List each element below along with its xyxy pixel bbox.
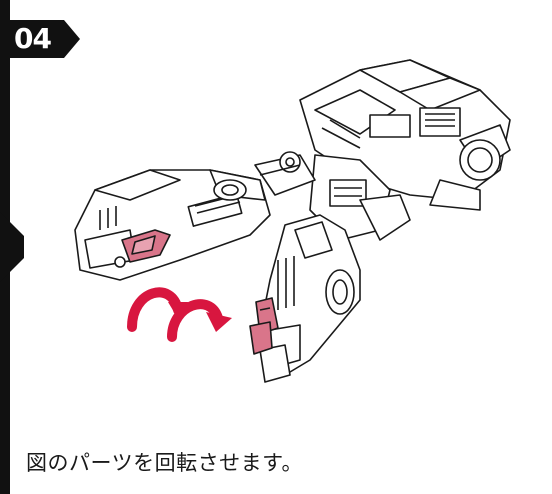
waist-joint xyxy=(309,154,411,241)
shoulder-joint xyxy=(254,151,316,196)
rotate-arrows-icon xyxy=(127,287,232,342)
step-number: 04 xyxy=(14,22,52,55)
robot-parts-illustration xyxy=(74,59,511,383)
leg-part xyxy=(259,214,361,383)
instruction-text: 図のパーツを回転させます。 xyxy=(26,451,303,475)
leg-highlighted-part xyxy=(249,297,279,355)
left-arm-part xyxy=(74,169,271,281)
page-edge-notch xyxy=(0,212,24,282)
left-arm-highlighted-part xyxy=(121,229,171,263)
step-badge xyxy=(0,20,80,58)
